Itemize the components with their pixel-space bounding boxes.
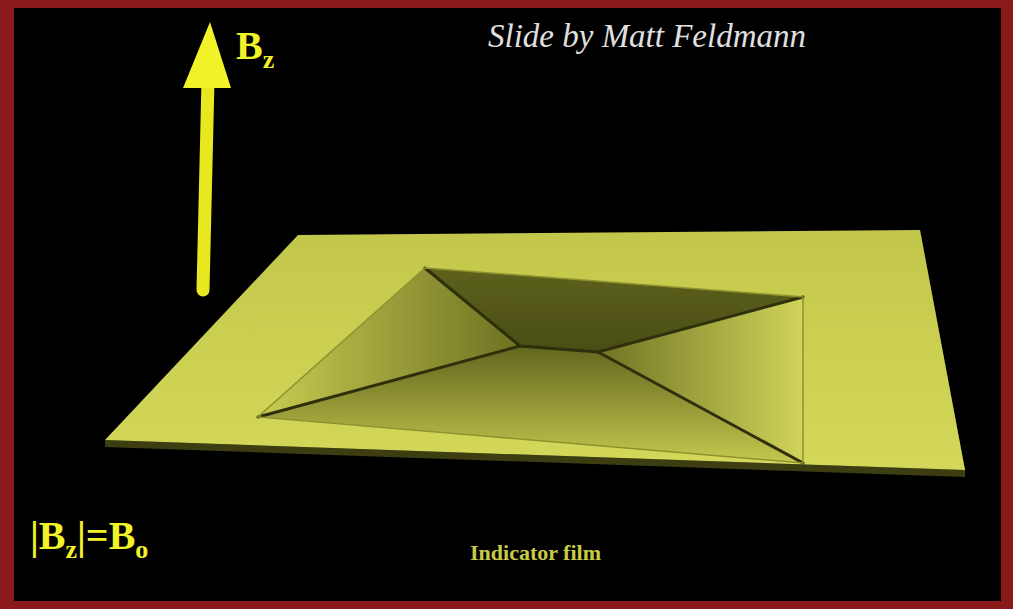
field-arrow-head bbox=[183, 22, 231, 88]
field-subscript: z bbox=[66, 535, 78, 564]
field-symbol: B bbox=[236, 23, 263, 68]
flux-ridges bbox=[258, 268, 803, 463]
film-caption: Indicator film bbox=[470, 540, 601, 566]
credit-text: Slide by Matt Feldmann bbox=[488, 18, 806, 54]
caption-text: Indicator film bbox=[470, 540, 601, 565]
credit-note: Slide by Matt Feldmann bbox=[488, 18, 806, 55]
depression-rim bbox=[258, 268, 803, 463]
field-magnitude: |Bz|=Bo bbox=[30, 512, 148, 565]
plate-surface bbox=[105, 230, 965, 470]
field-symbol: |B bbox=[30, 513, 66, 558]
depression-front-facet bbox=[258, 346, 803, 463]
field-arrow-shaft bbox=[203, 80, 208, 290]
field-subscript: z bbox=[263, 45, 275, 74]
slide-ground bbox=[14, 8, 1001, 601]
field-label: Bz bbox=[236, 22, 274, 75]
field-subscript: o bbox=[135, 535, 148, 564]
field-symbol: |=B bbox=[77, 513, 135, 558]
